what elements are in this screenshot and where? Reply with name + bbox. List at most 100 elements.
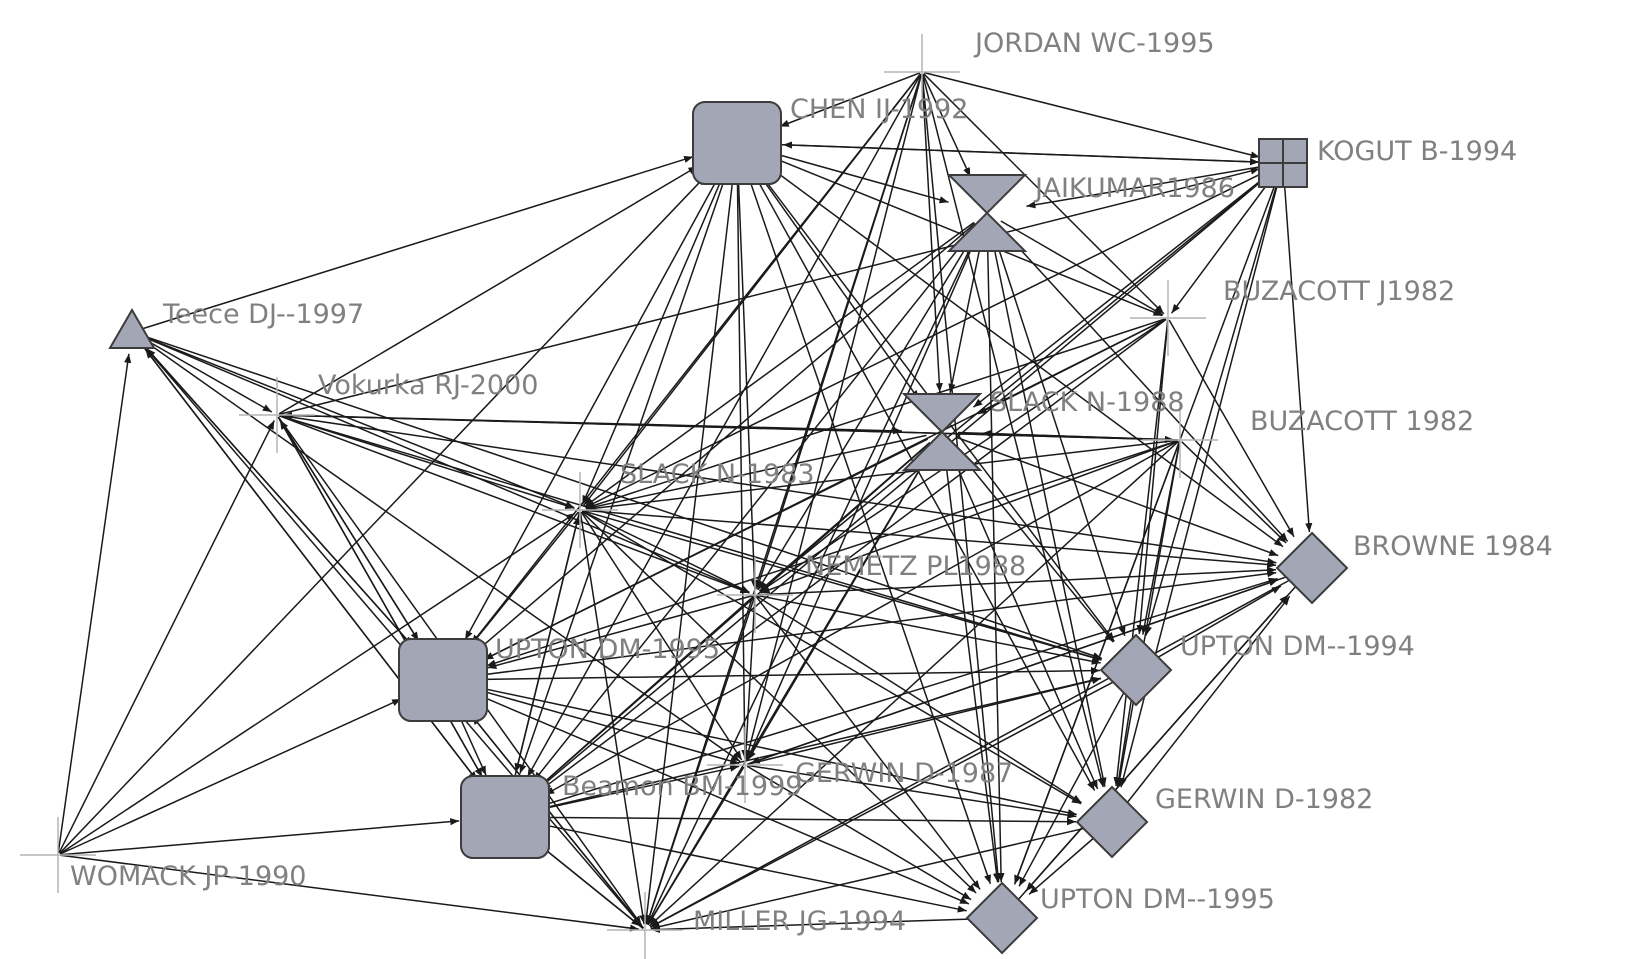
edge-buzacottj-to-beamon — [541, 318, 1167, 790]
diamond-node-shape — [1099, 633, 1173, 707]
edge-upton94-to-browne — [1148, 585, 1282, 664]
edge-upton95-to-browne — [461, 570, 1277, 679]
edge-beamon-to-slack83 — [508, 515, 580, 800]
node-womack[interactable] — [20, 817, 96, 893]
node-buzacottj[interactable] — [1130, 280, 1206, 356]
node-label-kogut: KOGUT B-1994 — [1317, 136, 1517, 167]
edge-gerwin87-to-upton94 — [747, 677, 1102, 766]
edge-upton95-to-vokurka — [279, 419, 434, 665]
edge-buzacott-to-beamon — [544, 440, 1179, 796]
node-layer — [20, 34, 1349, 959]
node-slack88[interactable] — [901, 393, 983, 471]
node-label-slack83: SLACK N-1983 — [620, 459, 815, 490]
triangle-node-shape — [108, 308, 156, 349]
edge-kogut-to-slack88 — [972, 168, 1276, 408]
edge-jordan-to-buzacottj — [923, 73, 1165, 315]
edge-beamon-to-gerwin82 — [523, 816, 1077, 826]
edge-beamon-to-gerwin87 — [522, 764, 740, 814]
edge-nemetz-to-upton95b — [755, 596, 981, 890]
node-slack83[interactable] — [542, 472, 618, 548]
edge-nemetz-to-gerwin87 — [742, 597, 756, 760]
node-upton95[interactable] — [398, 638, 488, 722]
node-label-jaikumar: JAIKUMAR1986 — [1033, 173, 1235, 204]
node-label-beamon: Beamon BM-1999 — [562, 771, 802, 802]
edge-miller-to-beamon — [540, 845, 644, 930]
node-label-teece: Teece DJ--1997 — [162, 299, 364, 330]
node-kogut[interactable] — [1258, 138, 1308, 188]
edge-slack88-to-gerwin87 — [747, 445, 935, 761]
node-upton94[interactable] — [1099, 633, 1173, 707]
edge-slack83-to-browne — [582, 509, 1277, 569]
diamond-node-shape — [1075, 785, 1149, 859]
edge-upton95-to-upton94 — [461, 667, 1101, 681]
node-label-buzacott: BUZACOTT 1982 — [1250, 406, 1474, 437]
diamond-node-shape — [965, 881, 1039, 955]
node-label-chen: CHEN IJ-1992 — [790, 94, 968, 125]
node-label-upton95b: UPTON DM--1995 — [1040, 884, 1275, 915]
edge-vokurka-to-nemetz — [278, 415, 750, 594]
edge-browne-to-gerwin87 — [750, 571, 1299, 764]
node-jordan[interactable] — [884, 34, 960, 110]
edge-womack-to-upton95 — [59, 698, 402, 855]
edge-slack83-to-gerwin82 — [581, 510, 1082, 805]
edge-jordan-to-kogut — [924, 71, 1260, 159]
edge-chen-to-beamon — [519, 160, 732, 774]
edge-jaikumar-to-miller — [646, 227, 981, 925]
node-nemetz[interactable] — [717, 557, 793, 633]
edge-teece-to-vokurka — [139, 335, 273, 413]
node-chen[interactable] — [692, 101, 782, 185]
edge-teece-to-chen — [140, 155, 694, 331]
node-label-buzacottj: BUZACOTT J1982 — [1223, 276, 1455, 307]
edge-kogut-to-beamon — [539, 168, 1277, 788]
edge-miller-to-upton95 — [471, 715, 645, 929]
node-beamon[interactable] — [460, 775, 550, 859]
edge-jordan-to-upton95 — [470, 73, 922, 645]
edge-browne-to-miller — [649, 574, 1300, 928]
edge-buzacottj-to-browne — [1168, 319, 1295, 538]
edge-kogut-to-buzacottj — [1170, 170, 1278, 314]
edge-buzacott-to-gerwin82 — [1116, 442, 1181, 787]
node-label-jordan: JORDAN WC-1995 — [973, 28, 1215, 59]
node-vokurka[interactable] — [239, 377, 315, 453]
edge-beamon-to-upton95b — [522, 819, 967, 913]
node-gerwin87[interactable] — [707, 727, 783, 803]
edge-vokurka-to-browne — [279, 414, 1277, 565]
rounded-square-node-shape — [692, 101, 782, 185]
node-browne[interactable] — [1275, 531, 1349, 605]
hourglass-node-shape — [901, 393, 983, 471]
edge-vokurka-to-chen — [278, 165, 698, 415]
edge-gerwin87-to-gerwin82 — [747, 764, 1077, 819]
edge-upton95-to-teece — [146, 347, 432, 667]
edge-womack-to-slack83 — [59, 512, 576, 855]
edge-gerwin82-to-browne — [1120, 595, 1291, 812]
node-buzacott[interactable] — [1142, 402, 1218, 478]
node-jaikumar[interactable] — [946, 174, 1028, 252]
edge-gerwin87-to-upton95b — [746, 765, 972, 901]
edge-slack83-to-miller — [579, 512, 647, 925]
node-teece[interactable] — [108, 308, 156, 349]
edge-teece-to-miller — [137, 338, 642, 926]
edge-jaikumar-to-nemetz — [757, 226, 980, 591]
node-gerwin82[interactable] — [1075, 785, 1149, 859]
node-miller[interactable] — [607, 892, 683, 959]
edge-browne-to-upton95b — [1025, 578, 1304, 892]
edge-buzacottj-to-slack83 — [585, 317, 1166, 509]
edge-chen-to-upton95b — [742, 160, 992, 885]
edge-slack83-to-upton94 — [582, 509, 1102, 661]
edge-chen-to-buzacottj — [753, 149, 1163, 317]
edge-jaikumar-to-upton95 — [477, 222, 976, 651]
edge-slack88-to-upton95b — [943, 447, 1001, 883]
edge-kogut-to-upton94 — [1145, 171, 1282, 636]
edge-chen-to-jaikumar — [754, 147, 949, 204]
hourglass-node-shape — [946, 174, 1028, 252]
edge-womack-to-vokurka — [58, 420, 275, 854]
edge-teece-to-gerwin87 — [138, 336, 741, 763]
edge-jaikumar-to-slack88 — [948, 228, 985, 393]
edge-womack-to-beamon — [60, 818, 460, 856]
edge-gerwin87-to-miller — [647, 766, 745, 926]
node-upton95b[interactable] — [965, 881, 1039, 955]
edge-upton95-to-gerwin82 — [460, 683, 1077, 817]
node-label-upton94: UPTON DM--1994 — [1180, 631, 1415, 662]
edge-gerwin82-to-miller — [650, 824, 1099, 931]
